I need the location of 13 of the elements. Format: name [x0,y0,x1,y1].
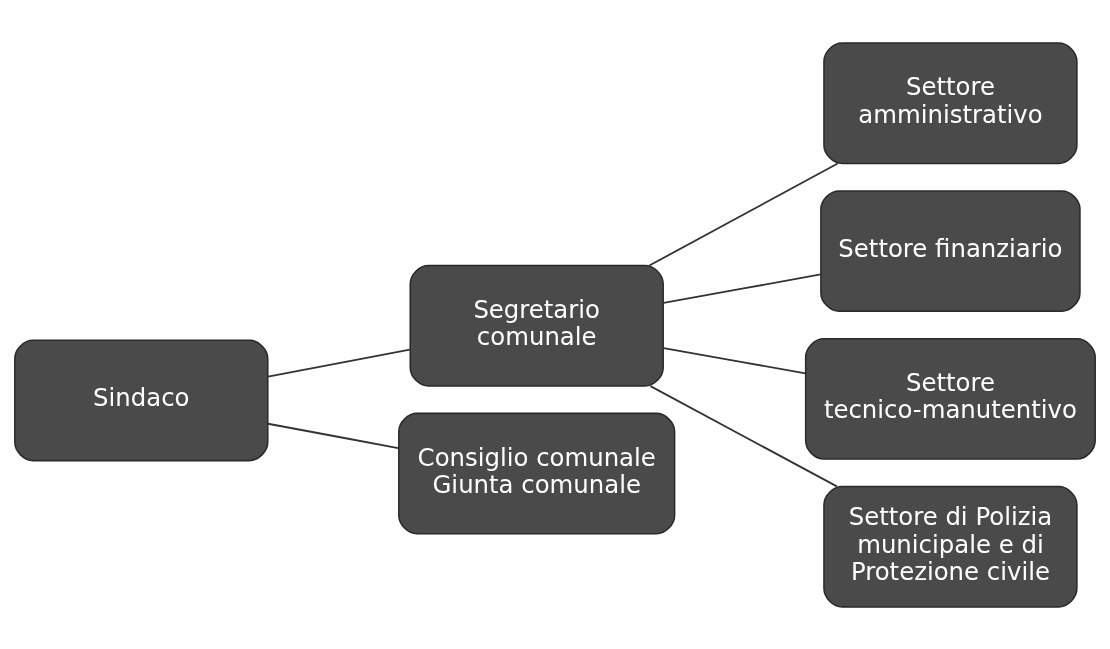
connector [662,346,807,374]
connector [649,384,838,487]
connector [662,273,822,304]
node-box: Settore tecnico-manutentivo [804,337,1096,460]
node-box: Settore amministrativo [823,41,1078,164]
connector [648,162,839,266]
node-box: Settore di Polizia municipale e di Protezione civile [823,485,1078,608]
connector [267,422,400,449]
node-box: Sindaco [14,339,269,461]
connector [267,348,411,377]
node-box: Segretario comunale [409,264,664,387]
node-box: Settore finanziario [820,189,1081,312]
node-box: Consiglio comunale Giunta comunale [398,412,676,534]
